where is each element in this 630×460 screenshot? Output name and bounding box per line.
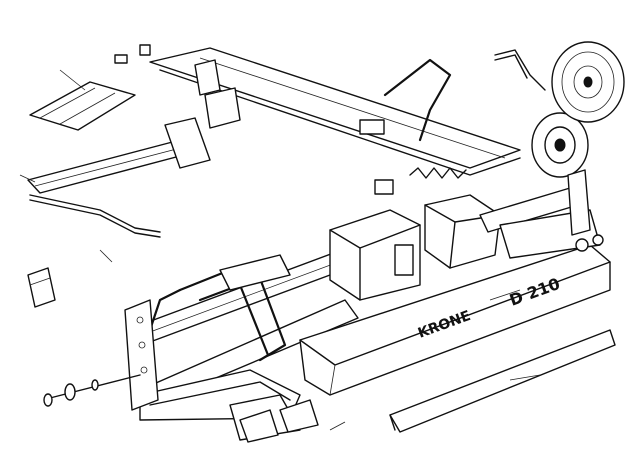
pulley-wheel: [531, 112, 589, 178]
a-frame: [148, 254, 291, 362]
lever-handle: [494, 49, 546, 91]
link-rod: [29, 194, 161, 238]
left-cross-beam: [27, 139, 196, 194]
disc-blade: [551, 41, 625, 123]
left-side-box: [27, 267, 56, 308]
left-bracket: [124, 299, 159, 411]
drive-belt: [383, 58, 452, 142]
leader-lines: [19, 69, 541, 431]
top-fasteners: [114, 44, 394, 195]
gearbox-housing: [329, 209, 421, 301]
top-left-plate: [29, 81, 136, 131]
foot-plates: [239, 399, 319, 443]
right-end-brackets: [567, 169, 604, 252]
loose-shaft: [43, 374, 141, 407]
pivot-bracket: [164, 59, 241, 169]
tension-spring: [409, 167, 467, 179]
right-gearbox: [424, 194, 501, 269]
